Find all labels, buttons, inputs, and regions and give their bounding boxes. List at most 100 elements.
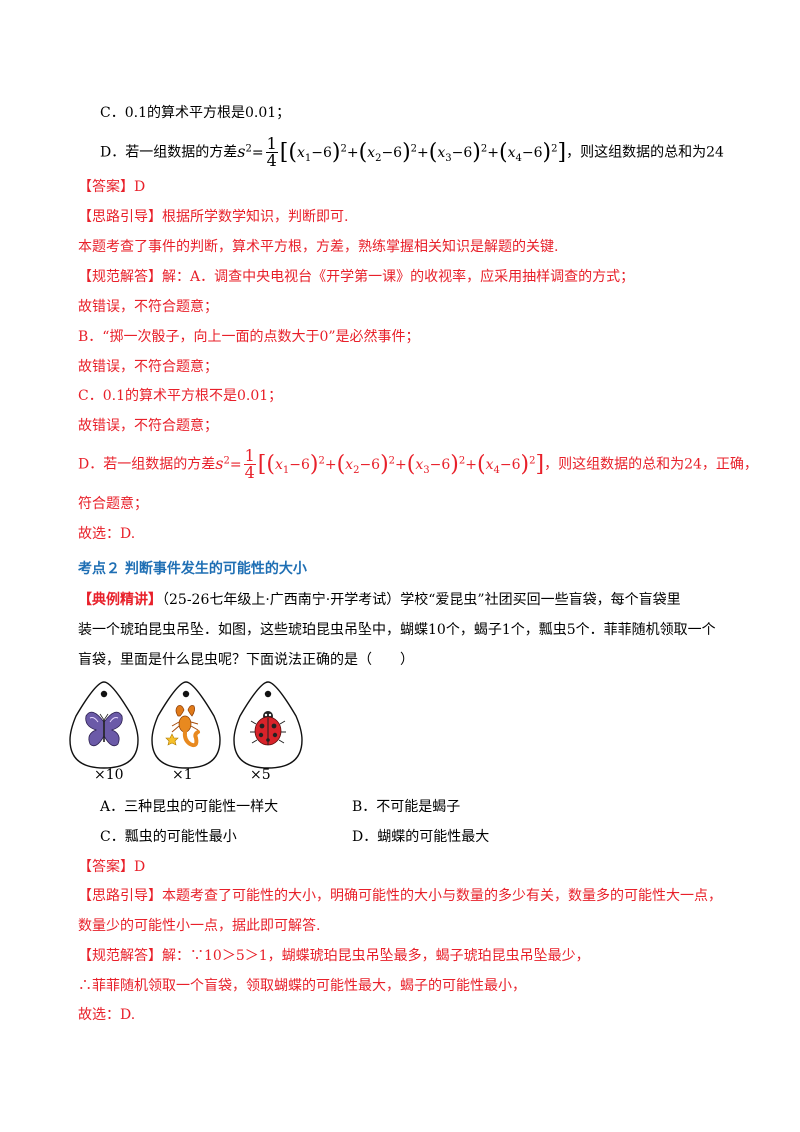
formula-plus: + [324,456,337,473]
formula-subscript: 4 [515,152,522,164]
formula-subscript: 1 [282,464,290,476]
q2-stem-line1: 【典例精讲】（25-26七年级上·广西南宁·开学考试）学校“爱昆虫”社团买回一些… [78,592,681,608]
formula-plus: + [417,144,429,161]
formula-subscript: 3 [445,152,452,164]
q2-option-b: B．不可能是蝎子 [352,799,461,815]
q2-answer: 【答案】D [78,859,146,875]
formula-denominator: 4 [244,463,255,483]
formula-subscript: 2 [375,152,382,164]
formula-paren-close: ) [380,451,389,477]
formula-minus6: −6 [499,456,521,473]
formula-bracket-close: ] [557,139,567,165]
formula-term: x [507,144,516,161]
q1-answer: 【答案】D [78,179,146,195]
formula-minus6: −6 [451,144,473,161]
q1-hint: 【思路引导】根据所学数学知识，判断即可. [78,209,349,225]
formula-term: x [415,456,424,473]
formula-subscript: 2 [353,464,360,476]
formula-square: 2 [480,143,488,154]
q2-stem-line2: 装一个琥珀昆虫吊坠．如图，这些琥珀昆虫吊坠中，蝴蝶10个，蝎子1个，瓢虫5个．菲… [78,622,716,638]
q1-wrong-2: 故错误，不符合题意； [78,359,218,375]
formula-paren-close: ) [472,139,481,165]
formula-numerator: 1 [243,446,256,466]
formula-term: x [345,456,354,473]
q1-wrong-3: 故错误，不符合题意； [78,418,218,434]
formula-square: 2 [318,455,325,466]
formula-paren-open: ( [477,451,486,477]
formula-minus6: −6 [311,144,332,161]
formula-minus6: −6 [289,456,310,473]
formula-eq: = [229,456,242,473]
pendant-ladybug [233,681,303,769]
formula-paren-close: ) [450,451,459,477]
formula-plus: + [487,144,499,161]
q2-solve-line2: ∴菲菲随机领取一个盲袋，领取蝴蝶的可能性最大，蝎子的可能性最小， [78,978,526,994]
q2-hint-line2: 数量少的可能性小一点，据此即可解答. [78,918,321,934]
pendant-butterfly [69,681,139,769]
formula-bracket-open: [ [279,139,289,165]
formula-subscript: 3 [423,464,430,476]
formula-sup: 2 [223,455,230,466]
formula-numerator: 1 [265,134,278,154]
q1-summary: 本题考查了事件的判断，算术平方根，方差，熟练掌握相关知识是解题的关键. [78,239,559,255]
option-c-top: C．0.1的算术平方根是0.01； [100,105,291,121]
formula-paren-open: ( [406,451,416,477]
formula-lhs: s [237,141,246,161]
q2-option-d: D．蝴蝶的可能性最大 [352,829,490,845]
count-butterfly: ×10 [94,767,124,783]
q2-stem-line3: 盲袋，里面是什么昆虫呢？下面说法正确的是（ ） [78,652,414,668]
formula-term: x [367,144,376,161]
formula-paren-close: ) [402,139,411,165]
formula-plus: + [465,456,477,473]
formula-plus: + [395,456,407,473]
formula-subscript: 1 [304,152,312,164]
formula-paren-open: ( [428,139,438,165]
insect-pendants-figure [69,681,303,769]
q2-option-a: A．三种昆虫的可能性一样大 [100,799,279,815]
q1-fit: 符合题意； [78,496,148,512]
formula-term: x [485,456,494,473]
formula-eq: = [251,144,264,161]
formula-bracket-open: [ [257,451,267,477]
count-ladybug: ×5 [250,767,271,783]
formula-square: 2 [410,143,418,154]
formula-subscript: 4 [493,464,500,476]
formula-paren-open: ( [499,139,508,165]
formula-paren-open: ( [336,451,346,477]
formula-denominator: 4 [266,151,277,171]
formula-minus6: −6 [429,456,451,473]
butterfly-icon [85,711,123,747]
formula-square: 2 [340,143,347,154]
formula-paren-close: ) [542,139,552,165]
formula-sup: 2 [245,143,252,154]
formula-term: x [437,144,446,161]
formula-square: 2 [458,455,466,466]
formula-paren-close: ) [331,139,341,165]
q2-option-c: C．瓢虫的可能性最小 [100,829,237,845]
formula-term: x [274,456,283,473]
q1-solve-c: C．0.1的算术平方根不是0.01； [78,388,283,404]
formula-minus6: −6 [359,456,381,473]
formula-square: 2 [529,455,536,466]
formula-lhs: s [215,453,224,473]
ladybug-icon [250,711,286,746]
formula-paren-close: ) [520,451,530,477]
formula-square: 2 [388,455,396,466]
formula-bracket-close: ] [535,451,545,477]
formula-plus: + [346,144,359,161]
q1-solve-b: B．“掷一次骰子，向上一面的点数大于0”是必然事件； [78,329,420,345]
count-scorpion: ×1 [172,767,193,783]
formula-minus6: −6 [521,144,543,161]
formula-term: x [296,144,305,161]
formula-minus6: −6 [381,144,403,161]
q2-choose: 故选：D. [78,1007,136,1023]
pendant-scorpion [151,681,221,769]
q1-solve-a: 【规范解答】解：A．调查中央电视台《开学第一课》的收视率，应采用抽样调查的方式； [78,269,635,285]
formula-paren-open: ( [288,139,297,165]
formula-paren-open: ( [266,451,275,477]
